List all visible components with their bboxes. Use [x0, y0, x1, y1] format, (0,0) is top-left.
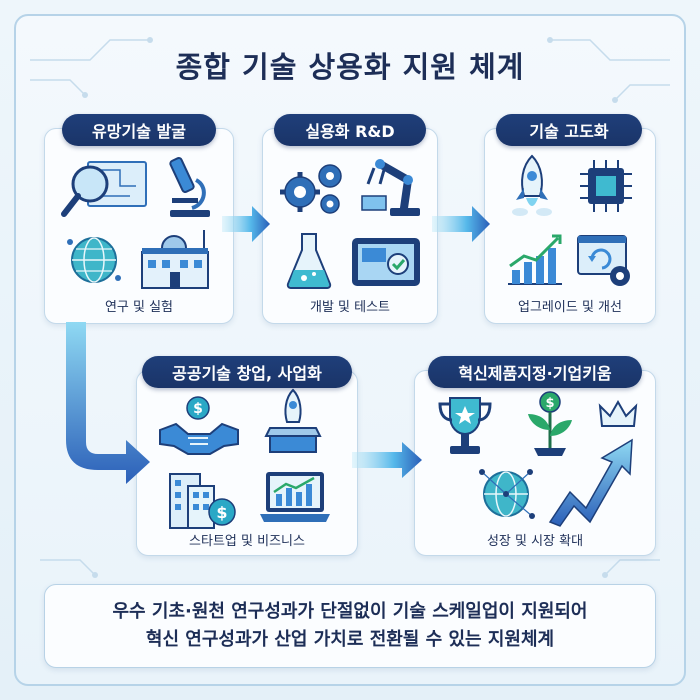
summary-line-1: 우수 기초·원천 연구성과가 단절없이 기술 스케일업이 지원되어 — [112, 601, 588, 622]
money-plant-icon: $ — [528, 391, 572, 456]
crown-icon — [598, 400, 638, 427]
stage-caption-advancement: 업그레이드 및 개선 — [518, 300, 622, 315]
flow-arrow-1-to-4 — [66, 322, 150, 484]
tablet-check-icon — [352, 238, 420, 286]
stage-label-innovation: 혁신제품지정·기업키움 — [428, 356, 642, 388]
stage-caption-innovation: 성장 및 시장 확대 — [486, 534, 584, 549]
stage-label-rnd: 실용화 R&D — [274, 114, 426, 146]
flow-arrow-4-to-5 — [352, 442, 422, 478]
magnifier-blueprint-icon — [61, 161, 147, 217]
stage-label-discovery: 유망기술 발굴 — [62, 114, 216, 146]
chip-icon — [580, 160, 632, 212]
update-gear-icon — [577, 235, 630, 286]
stage-label-advancement: 기술 고도화 — [496, 114, 642, 146]
growth-arrow-icon — [548, 438, 633, 527]
stage-caption-rnd: 개발 및 테스트 — [309, 300, 391, 315]
stage-caption-discovery: 연구 및 실험 — [104, 300, 174, 315]
svg-text:$: $ — [545, 396, 554, 411]
laptop-chart-icon — [260, 472, 330, 522]
svg-text:$: $ — [193, 401, 203, 417]
robot-arm-icon — [361, 159, 420, 216]
flask-icon — [286, 233, 332, 289]
microscope-icon — [169, 157, 210, 217]
trophy-icon — [438, 397, 492, 454]
rocket-icon — [512, 154, 552, 216]
flow-arrow-2-to-3 — [432, 206, 490, 242]
office-building-icon: $ — [169, 473, 236, 529]
summary-line-2: 혁신 연구성과가 산업 가치로 전환될 수 있는 지원체계 — [145, 629, 555, 650]
flow-arrow-1-to-2 — [222, 206, 270, 242]
rocket-box-icon — [264, 388, 322, 453]
stage-label-startup: 공공기술 창업, 사업화 — [142, 356, 352, 388]
handshake-icon: $ — [159, 396, 239, 455]
summary-box: 우수 기초·원천 연구성과가 단절없이 기술 스케일업이 지원되어 혁신 연구성… — [44, 584, 656, 668]
stage-caption-startup: 스타트업 및 비즈니스 — [189, 534, 305, 549]
gears-icon — [280, 164, 342, 214]
lab-building-icon — [141, 230, 209, 289]
globe-network-icon — [67, 237, 121, 283]
globe-network-icon — [479, 469, 535, 519]
growth-chart-icon — [508, 234, 562, 285]
svg-text:$: $ — [216, 503, 227, 522]
page-title: 종합 기술 상용화 지원 체계 — [175, 50, 525, 84]
stage-card-discovery — [44, 128, 234, 324]
